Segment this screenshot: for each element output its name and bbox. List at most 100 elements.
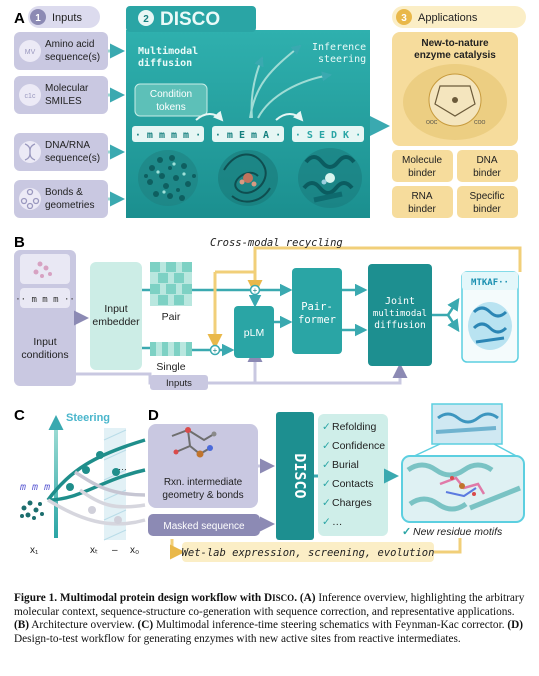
caption-c-text: Multimodal inference-time steering schem… [156, 619, 505, 632]
enzyme-structure-image: OOC COO [403, 64, 507, 140]
denoise-arrow-1 [195, 110, 224, 122]
application-grid: Molecule binder DNA binder RNA binder Sp… [392, 150, 518, 218]
disco-title: DISCO [160, 9, 220, 30]
new-residue-motifs-label: New residue motifs [413, 526, 503, 538]
tokens-label: tokens [156, 102, 185, 113]
enzyme-title-2: enzyme catalysis [414, 50, 496, 61]
app-rna-binder [392, 186, 453, 218]
ellipsis: … [118, 462, 127, 472]
panel-c-letter: C [14, 407, 25, 424]
input-item-bonds: Bonds & geometries [14, 180, 108, 218]
app-label: Molecule [402, 155, 442, 166]
input-label: Molecular [45, 83, 89, 94]
masked-sequence-label: Masked sequence [163, 521, 245, 532]
svg-text:✓: ✓ [322, 497, 331, 509]
input-arrows [108, 43, 125, 207]
input-embedder-block [90, 262, 142, 370]
token-strip-2 [212, 126, 284, 142]
caption-d-text: Design-to-test workflow for generating e… [14, 632, 461, 645]
smiles-icon: c1c [25, 93, 36, 100]
check-confidence: Confidence [332, 440, 385, 452]
masked-sequence-tag [148, 514, 260, 536]
joint-label: Joint [385, 296, 415, 307]
checklist: ✓ Refolding ✓ Confidence ✓ Burial ✓ Cont… [322, 421, 385, 528]
svg-text:✓: ✓ [322, 478, 331, 490]
svg-text:OOC: OOC [426, 120, 438, 126]
panel-c: C Steering … m m m x₁ xₜ – x₀ [14, 407, 146, 556]
token-strip-1 [132, 126, 204, 142]
svg-text:+: + [253, 286, 258, 295]
check-refolding: Refolding [332, 421, 377, 433]
filter-checklist [318, 414, 388, 536]
plm-label: pLM [244, 327, 264, 339]
input-label: DNA/RNA [45, 140, 90, 151]
caption-a-text: Inference overview, highlighting the arb… [14, 592, 525, 618]
input-conditions-label: conditions [21, 349, 68, 361]
caption-a-label: (A) [299, 592, 316, 604]
bonds-icon [20, 188, 40, 210]
rxn-intermediate-image [171, 427, 217, 458]
panel-a: A 1 Inputs MV Amino acid sequence(s) c1c… [14, 6, 526, 218]
input-label: Bonds & [45, 187, 83, 198]
token-seq-2: · m E m A · [215, 130, 281, 141]
wetlab-label: Wet-lab expression, screening, evolution [182, 547, 435, 559]
enzyme-title-1: New-to-nature [421, 38, 489, 49]
inputs-number-badge [30, 9, 46, 25]
steering-nodes [66, 451, 120, 491]
caption-b-label: (B) [14, 619, 30, 632]
panel-b: B Cross-modal recycling ·· m m m ·· Inpu… [14, 234, 522, 390]
architecture-connections [142, 283, 460, 357]
caption-title-smallcaps: ISCO [272, 593, 295, 603]
embedder-label: embedder [92, 316, 140, 328]
app-label: binder [473, 168, 501, 179]
dna-helix-icon [24, 143, 36, 161]
app-label: binder [408, 204, 436, 215]
input-label: geometries [45, 200, 94, 211]
panel-d-letter: D [148, 407, 159, 424]
sum-node-pair [249, 284, 261, 296]
output-sequence: MTKAF·· [471, 278, 509, 288]
inputs-title: Inputs [52, 12, 82, 24]
pair-label: Pair [162, 311, 181, 323]
applications-title: Applications [418, 12, 478, 24]
pairformer-label: Pair- [301, 301, 333, 313]
pair-representation-grid [150, 262, 192, 306]
applications-number: 3 [401, 13, 407, 24]
amino-acid-icon: MV [25, 49, 36, 56]
steering-label: steering [318, 54, 366, 65]
diffusion-label: diffusion [138, 57, 192, 69]
pairformer-block [292, 268, 342, 354]
noisy-structure-image [138, 150, 198, 206]
disco-number: 2 [143, 14, 149, 25]
joint-label: diffusion [374, 320, 425, 331]
svg-text:+: + [213, 346, 218, 355]
output-structure-image [468, 302, 512, 350]
input-conditions-label: Input [33, 336, 56, 348]
svg-text:–: – [112, 545, 118, 556]
input-item-smiles: c1c Molecular SMILES [14, 76, 108, 114]
plm-block [234, 306, 274, 358]
input-label: SMILES [45, 96, 82, 107]
input-item-amino-acid: MV Amino acid sequence(s) [14, 32, 108, 70]
inference-label: Inference [312, 42, 366, 53]
sequence-dots: ·· m m m ·· [15, 295, 75, 305]
x0-label: x₀ [130, 545, 139, 556]
check-more: … [332, 516, 343, 528]
noise-cloud-image [20, 500, 44, 520]
svg-text:✓: ✓ [322, 440, 331, 452]
sum-node-single [209, 344, 221, 356]
app-label: RNA [411, 191, 432, 202]
caption-label: Figure 1. [14, 592, 58, 604]
steering-label: Steering [66, 412, 110, 424]
svg-text:✓: ✓ [402, 526, 411, 538]
check-contacts: Contacts [332, 478, 373, 490]
caption-b-text: Architecture overview. [31, 619, 135, 632]
app-label: binder [473, 204, 501, 215]
condition-label: Condition [150, 89, 192, 100]
inputs-header-pill [28, 6, 100, 28]
token-strip-3 [292, 126, 364, 142]
app-dna-binder [457, 150, 518, 182]
recycling-label: Cross-modal recycling [210, 237, 343, 249]
figure-1: A 1 Inputs MV Amino acid sequence(s) c1c… [14, 6, 526, 562]
single-label: Single [156, 361, 185, 373]
